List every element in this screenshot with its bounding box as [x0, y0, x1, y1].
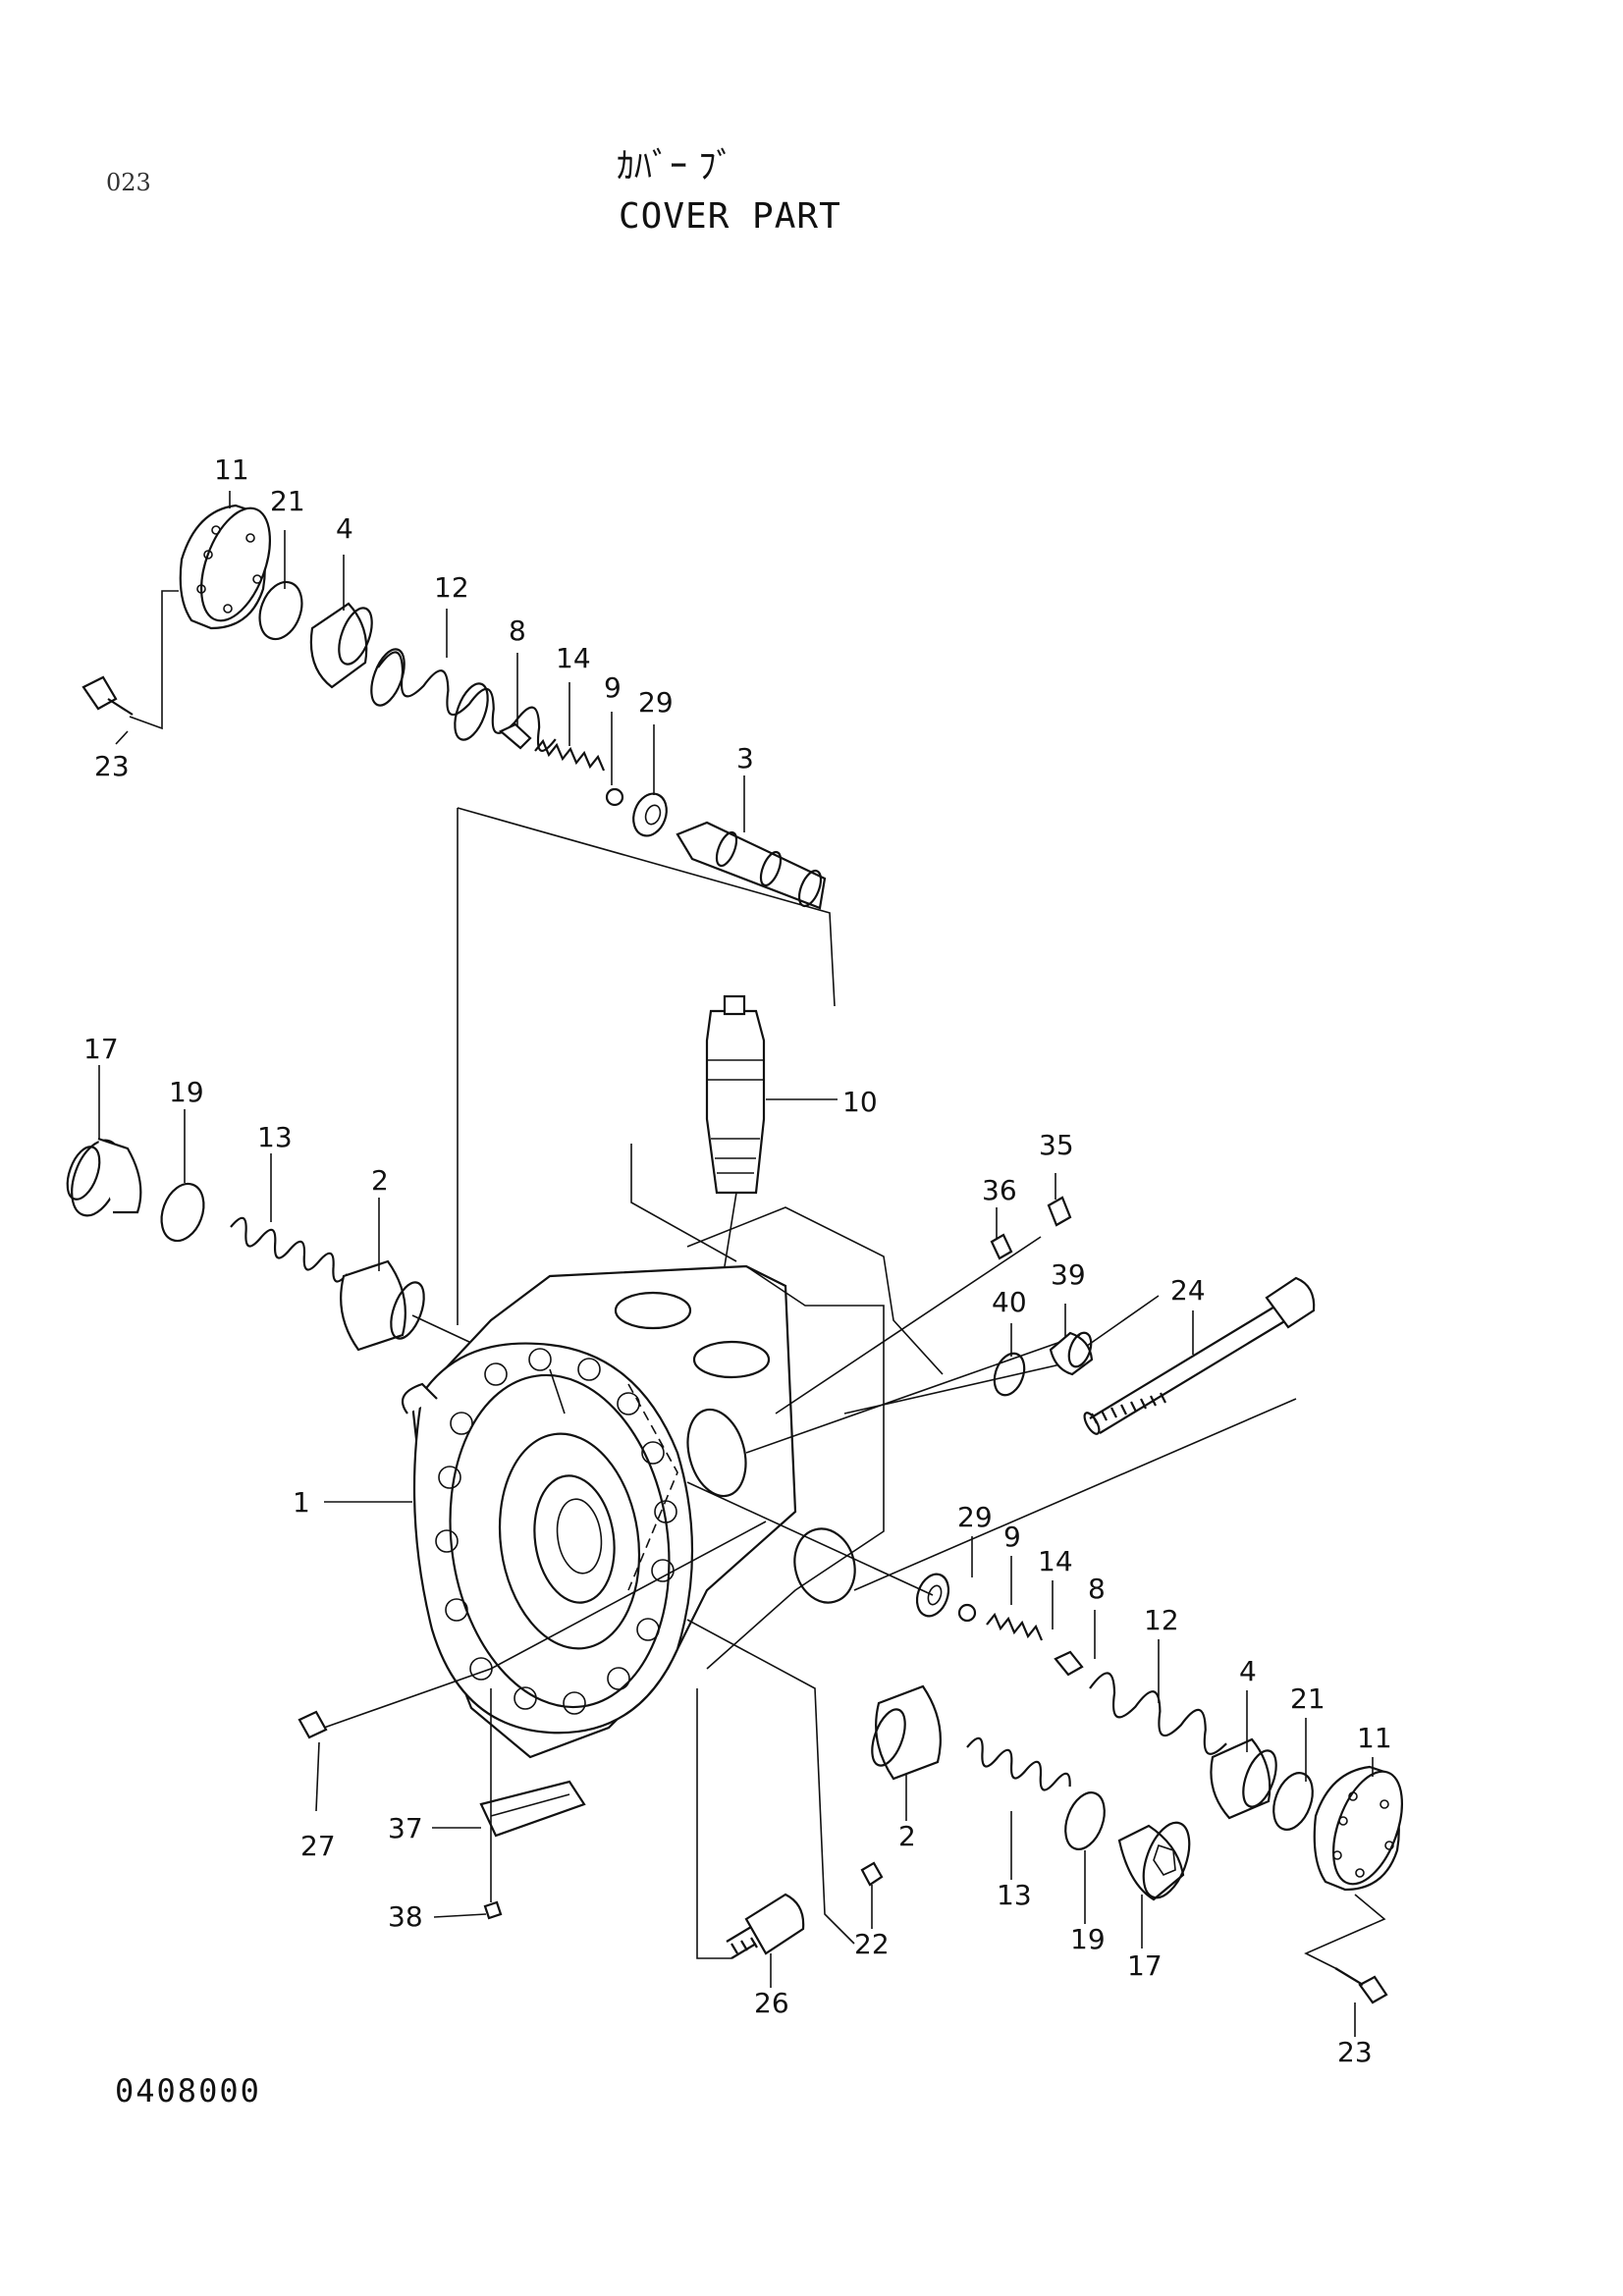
- part-35-plug[interactable]: [1047, 1196, 1072, 1227]
- part-14-spring-bottom[interactable]: [986, 1612, 1044, 1641]
- callout-8-top: 8: [509, 614, 526, 647]
- callout-29-bottom: 29: [957, 1501, 993, 1533]
- callout-11-top: 11: [214, 454, 249, 486]
- part-4-sleeve-bottom[interactable]: [1210, 1737, 1282, 1820]
- part-17-plug-bottom[interactable]: [1117, 1817, 1198, 1904]
- part-29-washer-top[interactable]: [627, 789, 672, 840]
- callout-9-top: 9: [604, 671, 622, 704]
- part-37-nameplate[interactable]: [479, 1780, 586, 1838]
- part-11-cover-top[interactable]: [179, 499, 284, 630]
- part-19-oring-left[interactable]: [154, 1178, 211, 1247]
- title-english: COVER PART: [619, 196, 841, 237]
- leader-lines-right: [323, 1206, 1297, 1945]
- callout-14-bottom: 14: [1038, 1545, 1073, 1577]
- callout-13-bottom: 13: [997, 1879, 1032, 1911]
- part-29-washer-bottom[interactable]: [911, 1570, 953, 1621]
- callout-38: 38: [388, 1900, 423, 1933]
- callout-4-top: 4: [336, 512, 353, 545]
- leader-line: [549, 1368, 566, 1415]
- callout-leaders: [98, 491, 1374, 2037]
- part-24-long-bolt[interactable]: [1082, 1276, 1316, 1436]
- part-12-spring-top[interactable]: [365, 645, 564, 754]
- callout-12-bottom: 12: [1144, 1604, 1179, 1636]
- callout-4-bottom: 4: [1239, 1655, 1257, 1687]
- callout-17-left: 17: [83, 1033, 119, 1065]
- part-38-screw[interactable]: [483, 1900, 503, 1920]
- callout-23-bottom: 23: [1337, 2036, 1373, 2068]
- part-27-pin[interactable]: [298, 1710, 328, 1739]
- callout-19-bottom: 19: [1070, 1923, 1106, 1955]
- callout-1: 1: [293, 1486, 310, 1519]
- callout-14-top: 14: [556, 642, 591, 674]
- part-2-piston-left[interactable]: [340, 1259, 430, 1352]
- part-3-spool[interactable]: [676, 821, 827, 910]
- part-21-oring-top[interactable]: [252, 576, 309, 645]
- part-4-sleeve-top[interactable]: [309, 602, 379, 689]
- callout-36: 36: [982, 1174, 1017, 1206]
- callout-22: 22: [854, 1928, 890, 1960]
- part-1-cover-body[interactable]: [401, 1264, 885, 1759]
- part-21-oring-bottom[interactable]: [1267, 1768, 1320, 1836]
- callout-2-left: 2: [371, 1164, 389, 1197]
- callout-21-top: 21: [270, 485, 305, 517]
- callout-numbers: 11 21 4 12 8 14 9 29 3 23 17 19 13 2 10 …: [83, 454, 1392, 2068]
- part-39-plug[interactable]: [1049, 1330, 1096, 1376]
- part-13-spring-bottom[interactable]: [963, 1735, 1074, 1798]
- page-number: 023: [106, 169, 151, 196]
- callout-39: 39: [1051, 1258, 1086, 1291]
- part-36-plug[interactable]: [990, 1233, 1013, 1260]
- part-13-spring-left[interactable]: [227, 1215, 352, 1284]
- callout-19-left: 19: [169, 1076, 204, 1108]
- part-10-relief-valve[interactable]: [705, 994, 838, 1195]
- callout-3: 3: [736, 742, 754, 774]
- part-9-ball-top[interactable]: [605, 787, 624, 807]
- part-8-pin-top[interactable]: [498, 722, 532, 750]
- callout-27: 27: [300, 1830, 336, 1862]
- leader-line: [696, 1688, 731, 1959]
- callout-10: 10: [842, 1086, 878, 1118]
- callout-26: 26: [754, 1987, 789, 2019]
- callout-37: 37: [388, 1812, 423, 1844]
- part-14-spring-top[interactable]: [534, 738, 606, 772]
- callout-40: 40: [992, 1286, 1027, 1318]
- part-23-bolt-bottom[interactable]: [1334, 1967, 1388, 2004]
- callout-13-left: 13: [257, 1121, 293, 1153]
- callout-9-bottom: 9: [1003, 1521, 1021, 1553]
- leader-line: [457, 807, 836, 1007]
- top-regulator-group: [81, 499, 836, 1325]
- callout-23-top: 23: [94, 750, 130, 782]
- part-26-bolt[interactable]: [726, 1893, 805, 1959]
- part-40-oring[interactable]: [989, 1350, 1029, 1400]
- part-22-plug[interactable]: [860, 1861, 884, 1887]
- leader-line: [129, 590, 179, 730]
- callout-8-bottom: 8: [1088, 1573, 1106, 1605]
- callout-24: 24: [1170, 1274, 1206, 1307]
- leader-line: [1304, 1894, 1386, 1969]
- callout-17-bottom: 17: [1127, 1949, 1163, 1982]
- bottom-right-assembly-group: [696, 1570, 1416, 2004]
- part-19-oring-bottom[interactable]: [1058, 1788, 1111, 1855]
- title-japanese: ｶﾊﾞｰ ﾌﾞ: [617, 146, 734, 187]
- part-11-cover-bottom[interactable]: [1313, 1762, 1416, 1893]
- callout-35: 35: [1039, 1129, 1074, 1161]
- left-assembly-group: [61, 1134, 487, 1352]
- part-2-piston-bottom[interactable]: [866, 1684, 942, 1781]
- part-8-pin-bottom[interactable]: [1054, 1650, 1084, 1677]
- part-17-plug-left[interactable]: [61, 1134, 142, 1222]
- callout-29-top: 29: [638, 686, 674, 719]
- callout-2-bottom: 2: [898, 1820, 916, 1852]
- callout-21-bottom: 21: [1290, 1682, 1325, 1715]
- hidden-line: [627, 1383, 678, 1591]
- callout-12-top: 12: [434, 571, 469, 604]
- part-12-spring-bottom[interactable]: [1084, 1669, 1234, 1758]
- callout-11-bottom: 11: [1357, 1722, 1392, 1754]
- part-9-ball-bottom[interactable]: [957, 1603, 977, 1623]
- part-23-bolt-top[interactable]: [81, 675, 134, 716]
- document-code: 0408000: [115, 2072, 261, 2109]
